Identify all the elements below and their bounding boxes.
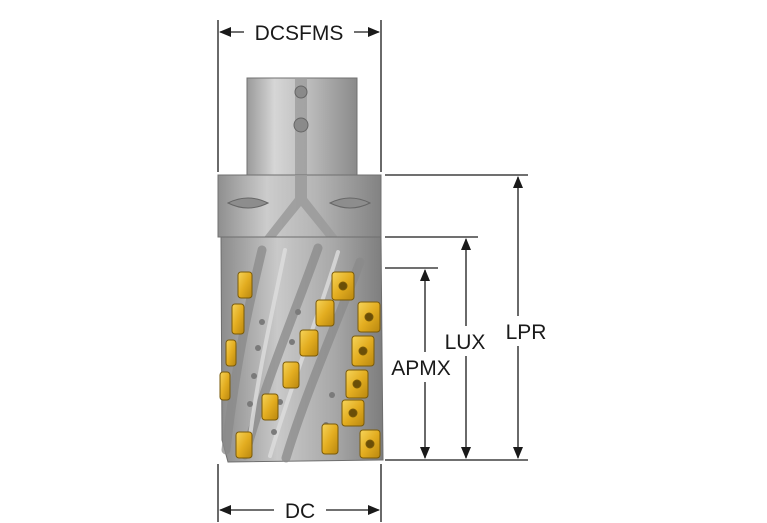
coolant-hole-mid bbox=[293, 117, 309, 133]
apmx-arrow-top bbox=[420, 269, 430, 281]
insert bbox=[315, 299, 335, 327]
insert bbox=[351, 335, 375, 367]
insert bbox=[231, 303, 245, 335]
lpr-label: LPR bbox=[506, 321, 547, 344]
insert bbox=[299, 329, 319, 357]
lux-arrow-top bbox=[461, 238, 471, 250]
dc-label: DC bbox=[285, 500, 315, 523]
tool bbox=[217, 77, 384, 463]
dcsfms-arrow-left bbox=[219, 27, 231, 37]
insert bbox=[219, 371, 231, 401]
lux-arrow-bottom bbox=[461, 447, 471, 459]
drive-slot-left bbox=[226, 197, 270, 209]
insert bbox=[321, 423, 339, 455]
insert bbox=[345, 369, 369, 399]
apmx-arrow-bottom bbox=[420, 447, 430, 459]
arrowheads bbox=[219, 27, 523, 515]
lpr-arrow-bottom bbox=[513, 447, 523, 459]
insert bbox=[261, 393, 279, 421]
lpr-arrow-top bbox=[513, 176, 523, 188]
dc-arrow-left bbox=[219, 505, 231, 515]
insert bbox=[331, 271, 355, 301]
insert bbox=[235, 431, 253, 459]
dimension-lines bbox=[217, 20, 528, 522]
insert bbox=[237, 271, 253, 299]
insert bbox=[341, 399, 365, 427]
drive-slot-right bbox=[328, 197, 372, 209]
coolant-hole-top bbox=[294, 85, 308, 99]
apmx-label: APMX bbox=[391, 357, 451, 380]
cutting-inserts bbox=[219, 271, 381, 459]
insert bbox=[359, 429, 381, 459]
insert bbox=[357, 301, 381, 333]
coolant-y-channel bbox=[262, 175, 340, 244]
insert bbox=[225, 339, 237, 367]
lux-label: LUX bbox=[445, 331, 486, 354]
dc-arrow-right bbox=[368, 505, 380, 515]
dcsfms-arrow-right bbox=[368, 27, 380, 37]
insert bbox=[282, 361, 300, 389]
dcsfms-label: DCSFMS bbox=[255, 22, 344, 45]
